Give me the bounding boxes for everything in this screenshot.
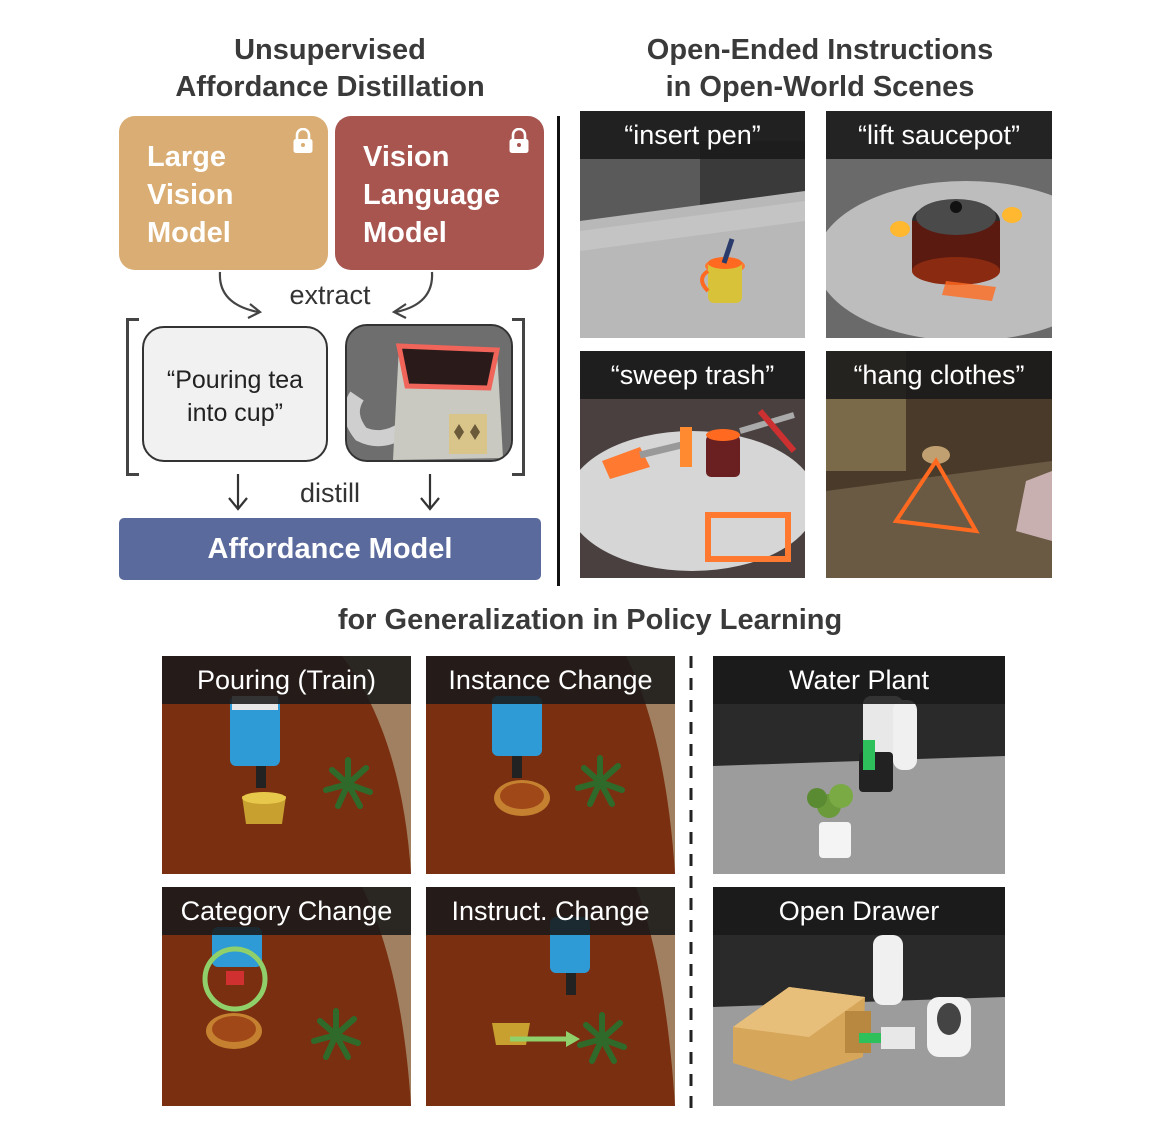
sim-label-instruct-change: Instruct. Change bbox=[426, 887, 675, 935]
sim-tile-pouring-train: Pouring (Train) bbox=[162, 656, 411, 874]
panel-divider bbox=[557, 116, 560, 586]
lvm-line3: Model bbox=[147, 217, 231, 249]
hang-clothes-illustration bbox=[826, 351, 1052, 578]
sim-label-pouring-train: Pouring (Train) bbox=[162, 656, 411, 704]
right-title-line1: Open-Ended Instructions bbox=[646, 34, 994, 66]
distill-label: distill bbox=[299, 478, 360, 508]
lock-icon bbox=[509, 128, 529, 153]
vlm-line1: Vision bbox=[363, 141, 450, 173]
sim-tile-category-change: Category Change bbox=[162, 887, 411, 1106]
sim-tile-instruct-change: Instruct. Change bbox=[426, 887, 675, 1106]
instruction-line1: “Pouring tea bbox=[166, 366, 304, 394]
right-bracket bbox=[512, 318, 525, 476]
instruction-line2: into cup” bbox=[187, 399, 283, 427]
vlm-line2: Language bbox=[363, 179, 500, 211]
left-title-line1: Unsupervised bbox=[234, 34, 426, 66]
sim-real-divider bbox=[689, 656, 693, 1116]
real-label-water-plant: Water Plant bbox=[713, 656, 1005, 704]
cup-illustration bbox=[347, 326, 511, 460]
right-title-line2: in Open-World Scenes bbox=[665, 71, 975, 103]
affordance-model-box: Affordance Model bbox=[119, 518, 541, 580]
left-panel-title: Unsupervised Affordance Distillation bbox=[120, 32, 540, 106]
sweep-trash-illustration bbox=[580, 351, 805, 578]
cup-affordance-image bbox=[345, 324, 513, 462]
vision-language-model-box: Vision Language Model bbox=[335, 116, 544, 270]
vlm-line3: Model bbox=[363, 217, 447, 249]
scene-label-lift-saucepot: “lift saucepot” bbox=[826, 111, 1052, 159]
lvm-line1: Large bbox=[147, 141, 226, 173]
large-vision-model-box: Large Vision Model bbox=[119, 116, 328, 270]
instruction-text-card: “Pouring tea into cup” bbox=[142, 326, 328, 462]
sim-label-category-change: Category Change bbox=[162, 887, 411, 935]
scene-insert-pen: “insert pen” bbox=[580, 111, 805, 338]
bottom-title: for Generalization in Policy Learning bbox=[337, 604, 843, 636]
scene-sweep-trash: “sweep trash” bbox=[580, 351, 805, 578]
extract-label: extract bbox=[289, 280, 371, 310]
left-title-line2: Affordance Distillation bbox=[175, 71, 485, 103]
scene-hang-clothes: “hang clothes” bbox=[826, 351, 1052, 578]
real-tile-water-plant: Water Plant bbox=[713, 656, 1005, 874]
sim-label-instance-change: Instance Change bbox=[426, 656, 675, 704]
real-tile-open-drawer: Open Drawer bbox=[713, 887, 1005, 1106]
lift-saucepot-illustration bbox=[826, 111, 1052, 338]
left-bracket bbox=[126, 318, 139, 476]
scene-label-sweep-trash: “sweep trash” bbox=[580, 351, 805, 399]
sim-tile-instance-change: Instance Change bbox=[426, 656, 675, 874]
lvm-line2: Vision bbox=[147, 179, 234, 211]
scene-label-hang-clothes: “hang clothes” bbox=[826, 351, 1052, 399]
right-panel-title: Open-Ended Instructions in Open-World Sc… bbox=[580, 32, 1060, 106]
real-label-open-drawer: Open Drawer bbox=[713, 887, 1005, 935]
scene-lift-saucepot: “lift saucepot” bbox=[826, 111, 1052, 338]
distill-arrows bbox=[228, 474, 440, 511]
scene-label-insert-pen: “insert pen” bbox=[580, 111, 805, 159]
water-plant-illustration bbox=[713, 656, 1005, 874]
extract-arrows bbox=[218, 271, 434, 319]
lock-icon bbox=[293, 128, 313, 153]
